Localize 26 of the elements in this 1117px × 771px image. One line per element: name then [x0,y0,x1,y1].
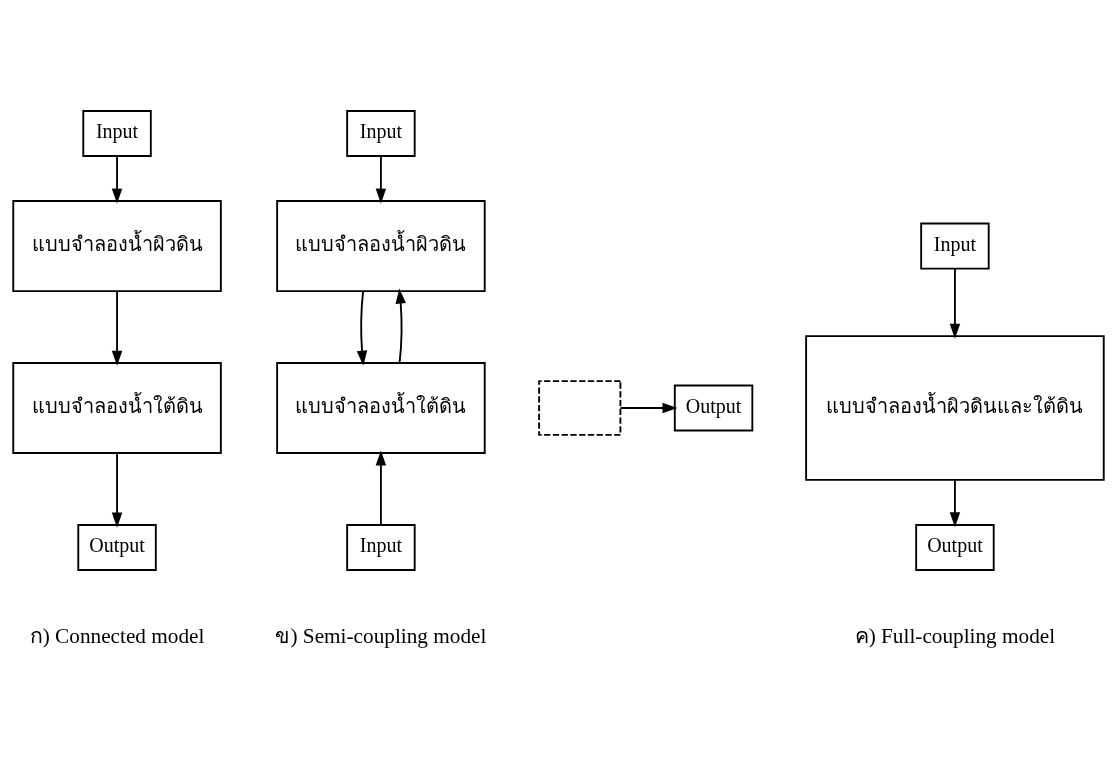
node-box [538,380,622,436]
node-box: Input [920,222,990,270]
arrow [949,267,961,339]
arrow [375,450,387,526]
arrow [375,155,387,204]
node-box: Input [346,524,416,571]
node-box: แบบจำลองน้ำใต้ดิน [12,362,222,454]
arrow [356,290,368,366]
node-box: แบบจำลองน้ำผิวดิน [12,200,222,292]
arrow [111,290,123,366]
label: ก) Connected model [29,623,205,648]
arrow [949,479,961,528]
node-box: Output [673,384,754,432]
node-box: Output [915,524,995,571]
node-box: แบบจำลองน้ำผิวดินและใต้ดิน [805,335,1105,481]
arrow [395,288,406,364]
node-box: แบบจำลองน้ำผิวดิน [276,200,486,292]
node-box: Input [82,110,152,157]
label: ค) Full-coupling model [854,623,1056,648]
arrow [111,452,123,528]
label: ข) Semi-coupling model [275,623,487,648]
arrow [111,155,123,204]
node-box: แบบจำลองน้ำใต้ดิน [276,362,486,454]
arrow [619,402,678,414]
node-box: Input [346,110,416,157]
node-box: Output [77,524,157,571]
